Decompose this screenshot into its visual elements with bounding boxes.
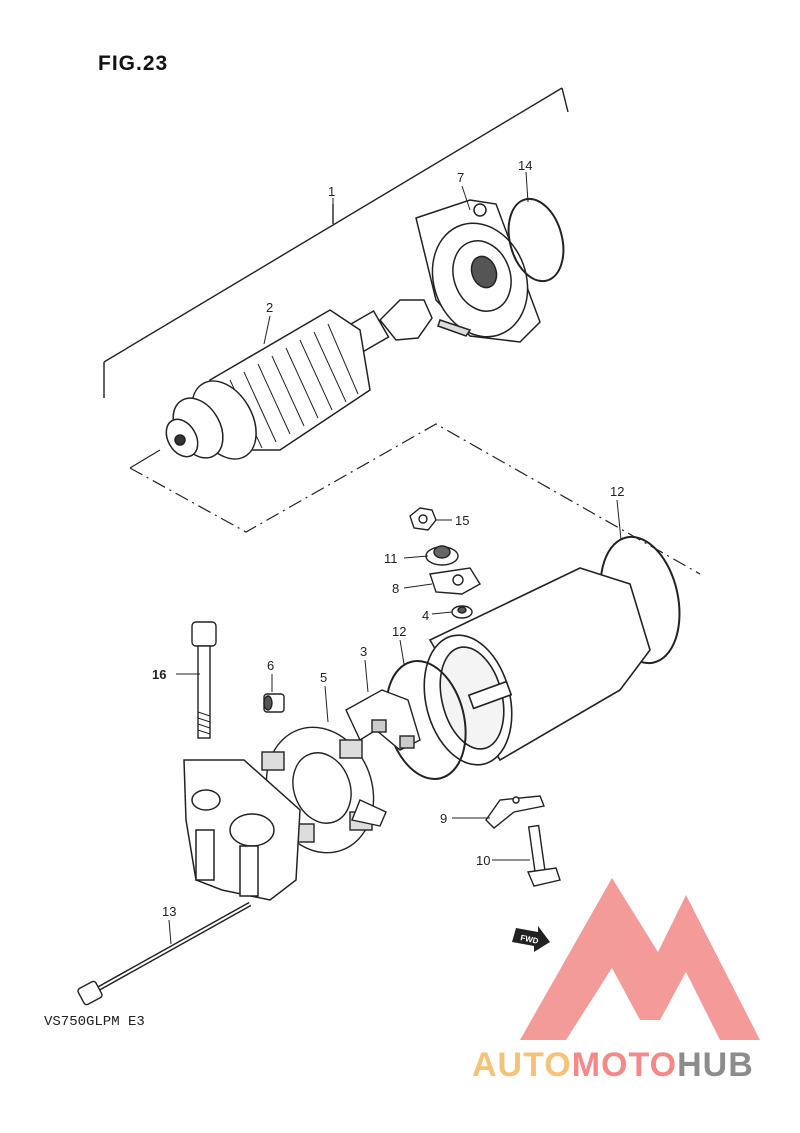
callout-3: 3	[360, 644, 367, 659]
watermark-hub: HUB	[677, 1046, 754, 1084]
callout-15: 15	[455, 513, 469, 528]
watermark-moto: MOTO	[571, 1046, 678, 1084]
watermark-auto: AUTO	[472, 1046, 572, 1084]
callout-6: 6	[267, 658, 274, 673]
part-rear-cover	[183, 759, 301, 901]
model-code: VS750GLPM E3	[44, 1014, 145, 1030]
callout-11: 11	[384, 551, 398, 566]
part-yoke-housing	[423, 567, 651, 766]
part-bolt	[191, 621, 217, 739]
part-bushing	[263, 693, 285, 713]
callout-4: 4	[422, 608, 429, 623]
figure-title: FIG.23	[98, 52, 169, 75]
part-nut	[409, 507, 437, 531]
fwd-arrow: FWD	[512, 926, 550, 952]
watermark-logo	[520, 878, 760, 1040]
leader-lines	[168, 171, 622, 945]
part-end-housing	[415, 199, 541, 343]
callout-13: 13	[162, 904, 176, 919]
part-armature	[165, 299, 433, 460]
callout-1: 1	[328, 184, 335, 199]
watermark-text: AUTOMOTOHUB	[472, 1046, 754, 1085]
fwd-label: FWD	[520, 933, 540, 946]
armature-dashed-frame	[129, 423, 701, 575]
part-terminal-bolt	[526, 824, 561, 887]
part-long-bolt	[77, 901, 252, 1006]
part-brush-plate	[345, 689, 421, 751]
callout-5: 5	[320, 670, 327, 685]
part-washer	[425, 545, 459, 566]
callout-2: 2	[266, 300, 273, 315]
callout-16: 16	[152, 667, 166, 682]
part-insulator	[429, 567, 481, 595]
callout-labels: 1 2 3 4 5 6 7 8 9 10 11 12 12 13 14 15 1…	[152, 158, 624, 919]
part-brush-spring	[485, 795, 545, 829]
callout-7: 7	[457, 170, 464, 185]
part-o-ring-top	[507, 197, 565, 283]
callout-8: 8	[392, 581, 399, 596]
callout-12-left: 12	[392, 624, 406, 639]
callout-14: 14	[518, 158, 532, 173]
callout-9: 9	[440, 811, 447, 826]
callout-12-right: 12	[610, 484, 624, 499]
callout-10: 10	[476, 853, 490, 868]
